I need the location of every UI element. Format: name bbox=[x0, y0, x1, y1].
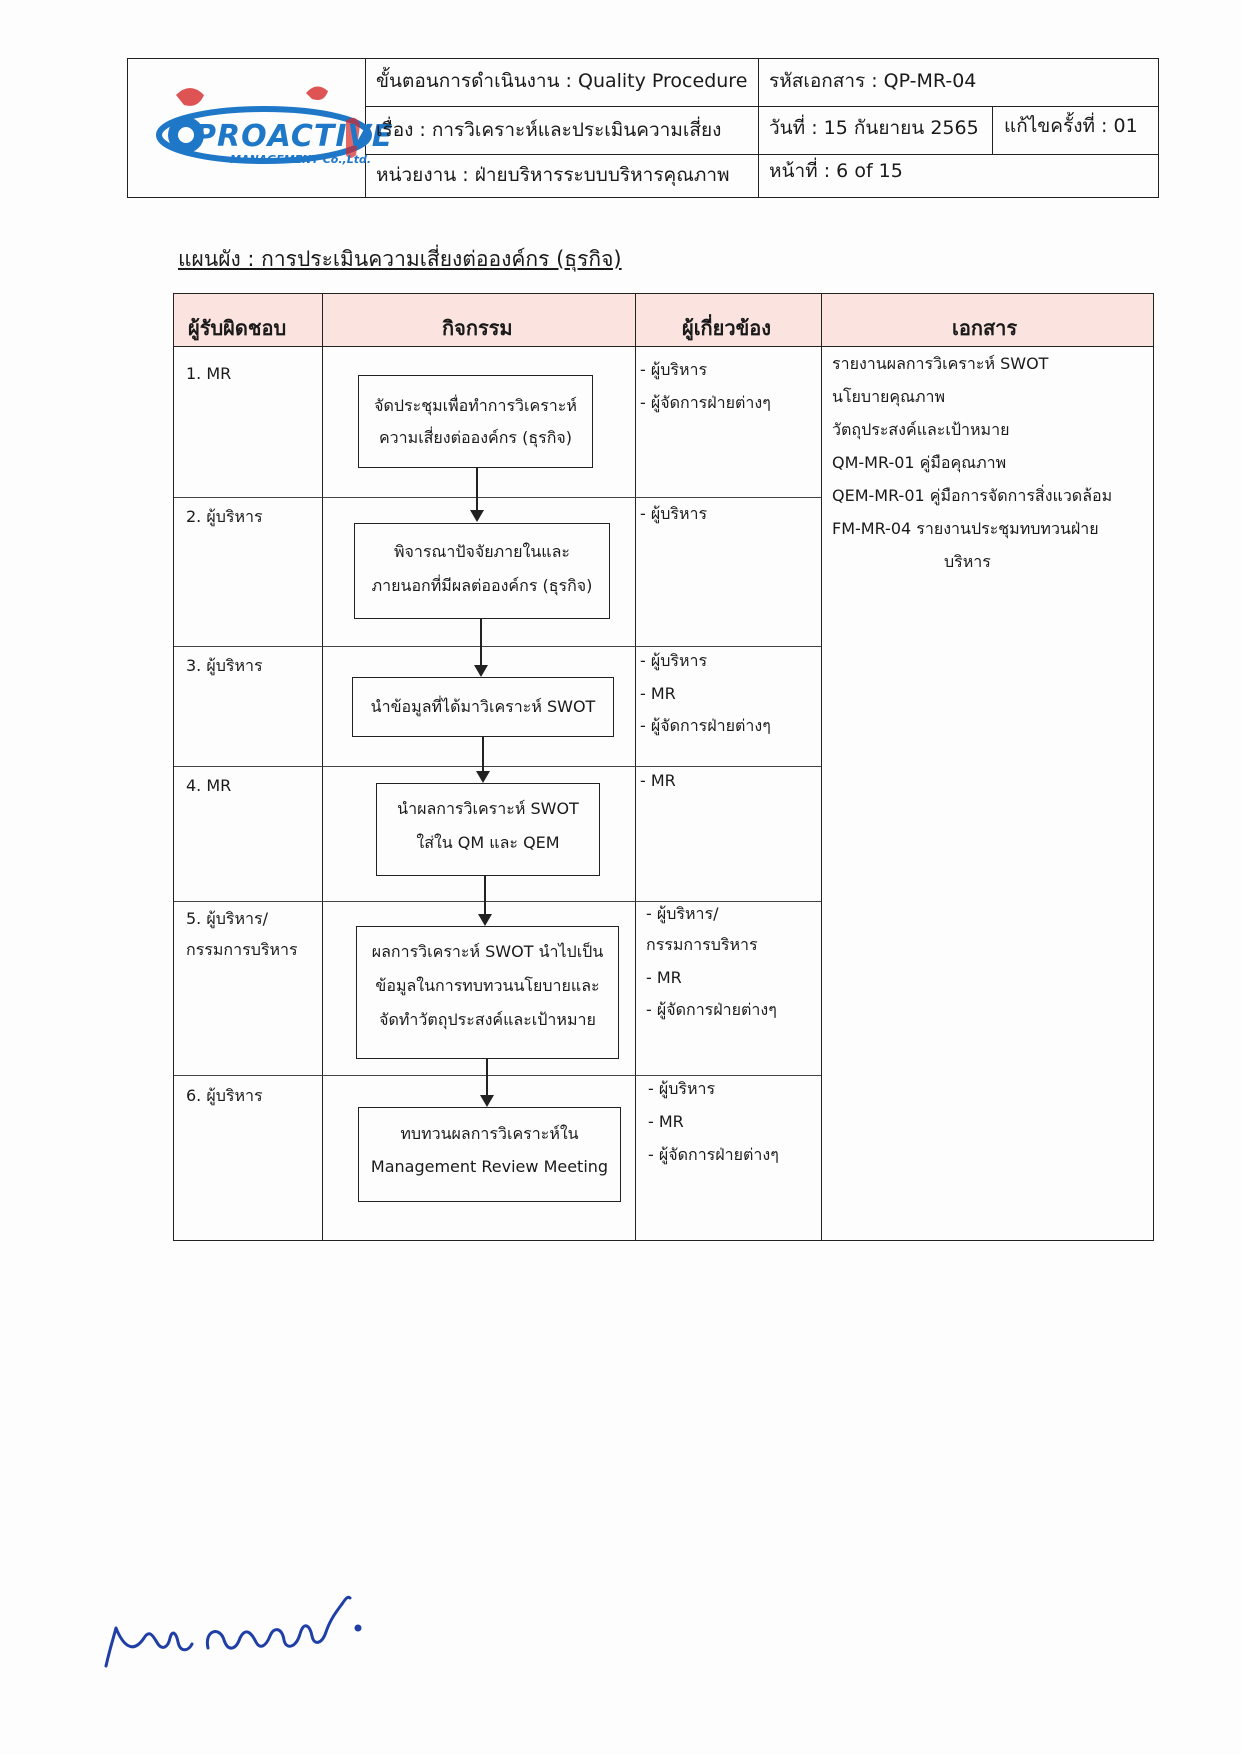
related-5-b: กรรมการบริหาร bbox=[646, 935, 758, 954]
activity-box-3: นำข้อมูลที่ได้มาวิเคราะห์ SWOT bbox=[352, 677, 614, 737]
related-3-c: - ผู้จัดการฝ่ายต่างๆ bbox=[640, 716, 771, 735]
related-5-a: - ผู้บริหาร/ bbox=[646, 904, 719, 923]
page-number: หน้าที่ : 6 of 15 bbox=[769, 160, 903, 182]
activity-box-6: ทบทวนผลการวิเคราะห์ใน Management Review … bbox=[358, 1107, 621, 1202]
activity-box-1: จัดประชุมเพื่อทำการวิเคราะห์ ความเสี่ยงต… bbox=[358, 375, 593, 468]
owner-5-b: กรรมการบริหาร bbox=[186, 940, 298, 959]
document-header: PROACTIVE MANAGEMENT Co.,Ltd. ขั้นตอนการ… bbox=[127, 58, 1159, 198]
page-title: แผนผัง : การประเมินความเสี่ยงต่อองค์กร (… bbox=[178, 247, 622, 271]
doc-code: รหัสเอกสาร : QP-MR-04 bbox=[769, 70, 977, 92]
related-4-a: - MR bbox=[640, 771, 676, 790]
activity-box-5: ผลการวิเคราะห์ SWOT นำไปเป็น ข้อมูลในการ… bbox=[356, 926, 619, 1059]
doc-2: นโยบายคุณภาพ bbox=[832, 387, 946, 406]
owner-6: 6. ผู้บริหาร bbox=[186, 1086, 263, 1105]
company-logo: PROACTIVE MANAGEMENT Co.,Ltd. bbox=[146, 73, 490, 188]
logo-subtext: MANAGEMENT Co.,Ltd. bbox=[230, 153, 372, 166]
related-6-c: - ผู้จัดการฝ่ายต่างๆ bbox=[648, 1145, 779, 1164]
owner-3: 3. ผู้บริหาร bbox=[186, 656, 263, 675]
doc-4: QM-MR-01 คู่มือคุณภาพ bbox=[832, 453, 1007, 472]
header-related: ผู้เกี่ยวข้อง bbox=[682, 316, 772, 340]
logo-text: PROACTIVE bbox=[194, 119, 394, 154]
procedure-label: ขั้นตอนการดำเนินงาน : Quality Procedure bbox=[376, 70, 748, 92]
doc-6-cont: บริหาร bbox=[944, 552, 991, 571]
owner-2: 2. ผู้บริหาร bbox=[186, 507, 263, 526]
department-label: หน่วยงาน : ฝ่ายบริหารระบบบริหารคุณภาพ bbox=[376, 164, 730, 186]
subject-label: เรื่อง : การวิเคราะห์และประเมินความเสี่ย… bbox=[376, 119, 722, 141]
related-1-a: - ผู้บริหาร bbox=[640, 360, 708, 379]
owner-1: 1. MR bbox=[186, 364, 232, 383]
header-owner: ผู้รับผิดชอบ bbox=[188, 316, 287, 340]
table-header-row: ผู้รับผิดชอบ กิจกรรม ผู้เกี่ยวข้อง เอกสา… bbox=[174, 294, 1153, 347]
doc-5: QEM-MR-01 คู่มือการจัดการสิ่งแวดล้อม bbox=[832, 486, 1113, 505]
related-5-c: - MR bbox=[646, 968, 682, 987]
related-6-b: - MR bbox=[648, 1112, 684, 1131]
owner-5-a: 5. ผู้บริหาร/ bbox=[186, 909, 268, 928]
revision-number: แก้ไขครั้งที่ : 01 bbox=[1004, 115, 1138, 137]
activity-box-2: พิจารณาปัจจัยภายในและ ภายนอกที่มีผลต่ออง… bbox=[354, 523, 610, 619]
activity-box-4: นำผลการวิเคราะห์ SWOT ใส่ใน QM และ QEM bbox=[376, 783, 600, 876]
flowchart-table: ผู้รับผิดชอบ กิจกรรม ผู้เกี่ยวข้อง เอกสา… bbox=[173, 293, 1154, 1241]
related-3-a: - ผู้บริหาร bbox=[640, 651, 708, 670]
doc-3: วัตถุประสงค์และเป้าหมาย bbox=[832, 420, 1010, 439]
related-2-a: - ผู้บริหาร bbox=[640, 504, 708, 523]
related-5-d: - ผู้จัดการฝ่ายต่างๆ bbox=[646, 1000, 777, 1019]
header-documents: เอกสาร bbox=[952, 316, 1018, 340]
logo-emblem-icon bbox=[156, 86, 372, 164]
owner-4: 4. MR bbox=[186, 776, 232, 795]
doc-6: FM-MR-04 รายงานประชุมทบทวนฝ่าย bbox=[832, 519, 1099, 538]
header-activity: กิจกรรม bbox=[442, 316, 513, 340]
related-1-b: - ผู้จัดการฝ่ายต่างๆ bbox=[640, 393, 771, 412]
signature-icon bbox=[104, 1595, 362, 1668]
doc-date: วันที่ : 15 กันยายน 2565 bbox=[769, 117, 979, 139]
related-6-a: - ผู้บริหาร bbox=[648, 1079, 716, 1098]
related-3-b: - MR bbox=[640, 684, 676, 703]
doc-1: รายงานผลการวิเคราะห์ SWOT bbox=[832, 354, 1049, 373]
